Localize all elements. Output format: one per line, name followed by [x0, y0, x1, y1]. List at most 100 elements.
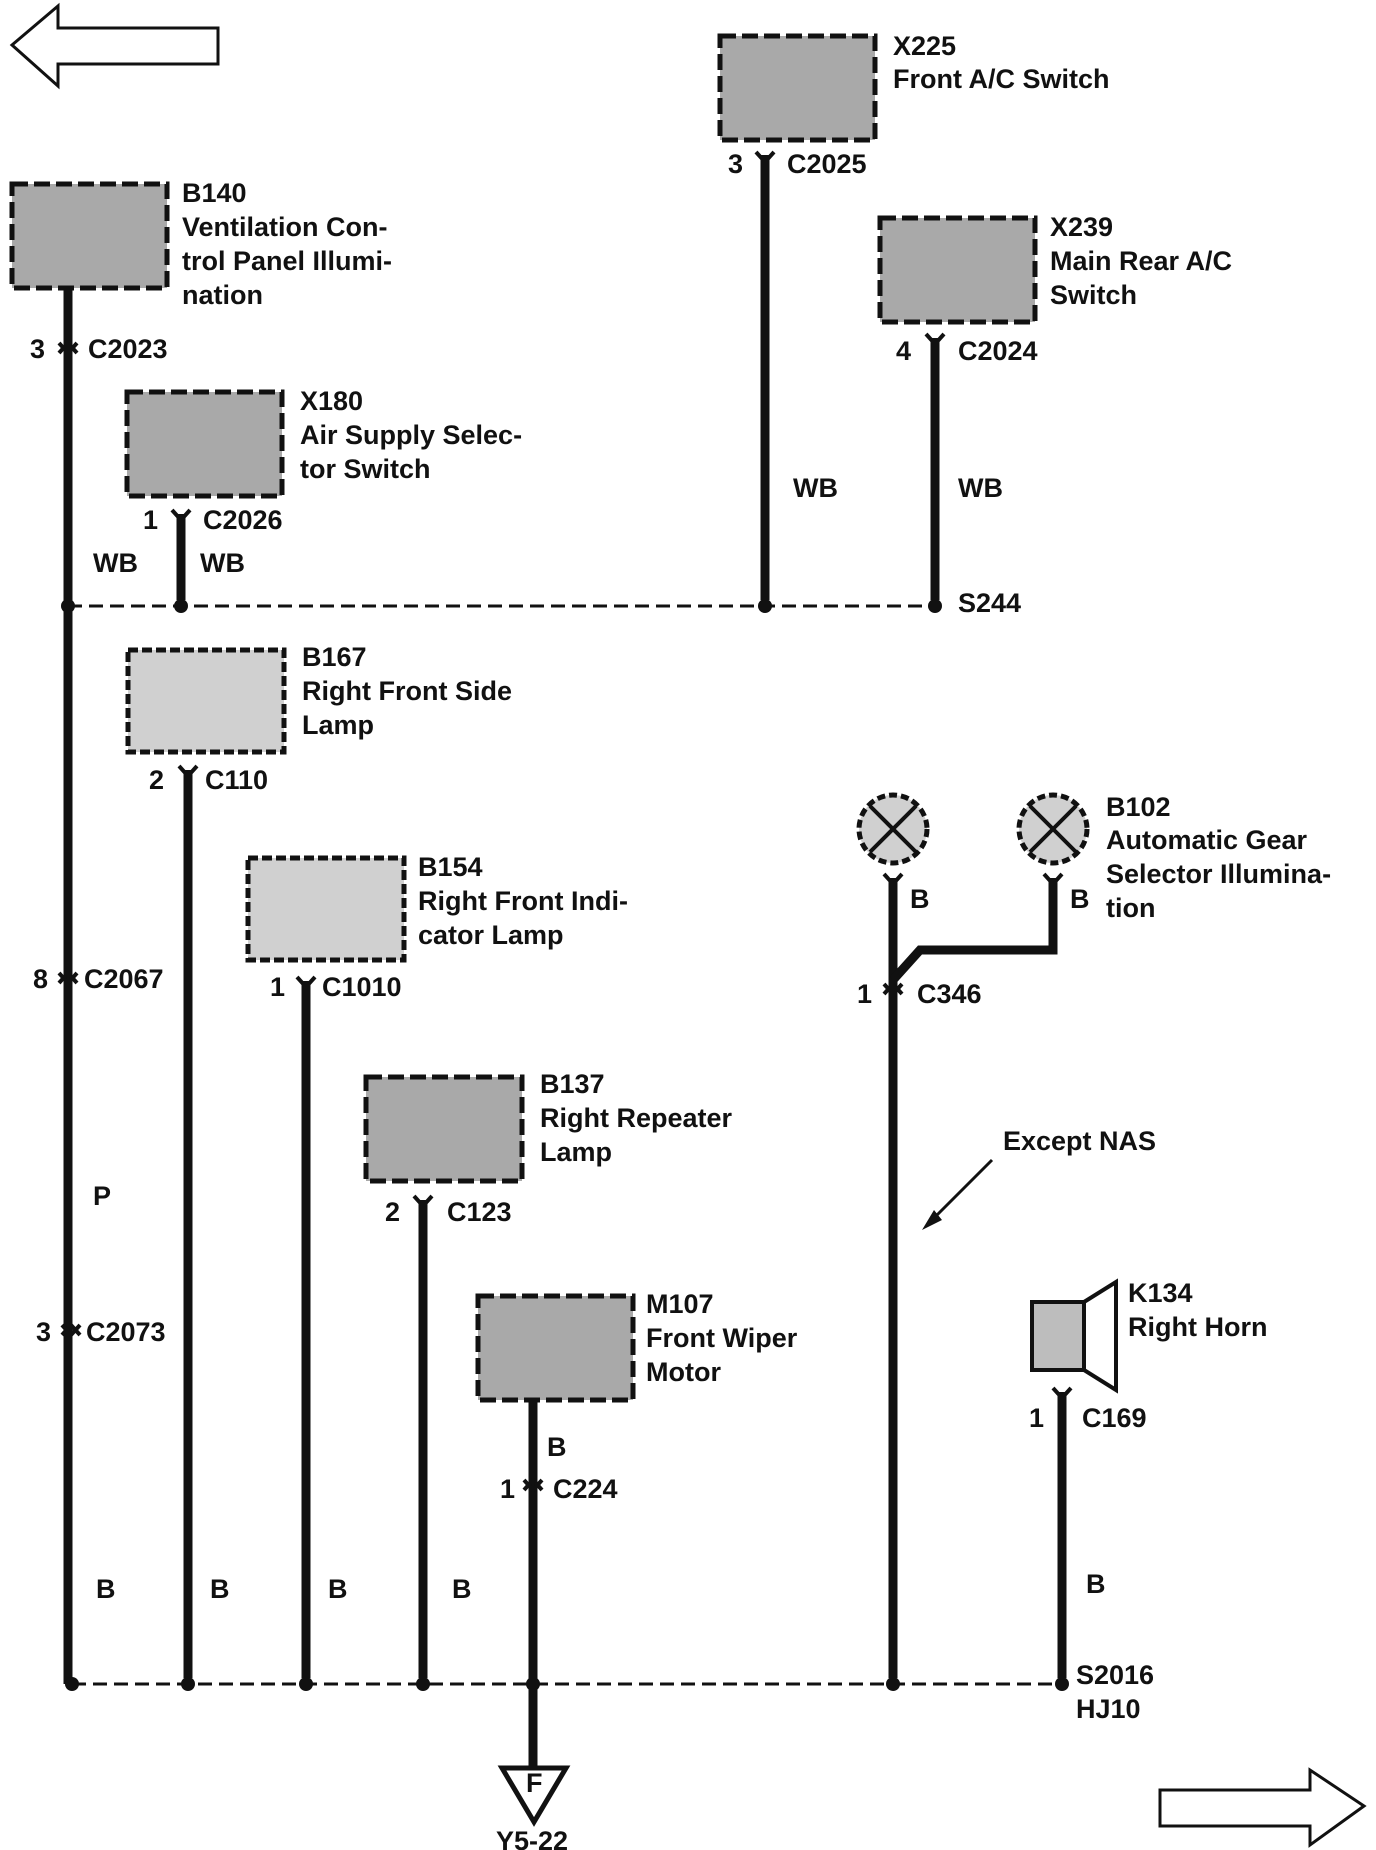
component-x239-name-line1: Main Rear A/C: [1050, 246, 1232, 276]
connector-c123-name: C123: [447, 1197, 512, 1227]
wire-color-label: B: [328, 1574, 348, 1604]
connector-c2025-pin: 3: [728, 149, 743, 179]
connector-c2026-name: C2026: [203, 505, 283, 535]
wire-color-label: B: [1070, 884, 1090, 914]
connector-c346-pin: 1: [857, 979, 872, 1009]
connector-c1010-name: C1010: [322, 972, 402, 1002]
component-b140-name-line2: trol Panel Illumi-: [182, 246, 392, 276]
component-x180-name-line1: Air Supply Selec-: [300, 420, 522, 450]
except-nas-note: Except NAS: [1003, 1126, 1156, 1156]
component-b154-name-line2: cator Lamp: [418, 920, 564, 950]
wire-color-label: B: [452, 1574, 472, 1604]
splice-s2016-label: S2016: [1076, 1660, 1154, 1690]
ground-reference-letter: F: [526, 1768, 543, 1798]
component-b167-id: B167: [302, 642, 367, 672]
component-k134-name: Right Horn: [1128, 1312, 1267, 1342]
component-b102-name-line1: Automatic Gear: [1106, 825, 1308, 855]
except-nas-arrowhead: [922, 1210, 942, 1230]
component-k134-id: K134: [1128, 1278, 1193, 1308]
component-x239-box: [877, 215, 1038, 325]
left-arrow-icon[interactable]: [9, 2, 220, 90]
next-page-arrow[interactable]: [1158, 1767, 1367, 1848]
wire-color-label: B: [96, 1574, 116, 1604]
connector-c2023-pin: 3: [30, 334, 45, 364]
component-x239-name-line2: Switch: [1050, 280, 1137, 310]
component-b137-id: B137: [540, 1069, 605, 1099]
wire-color-label: B: [210, 1574, 230, 1604]
wire-color-label: WB: [93, 548, 138, 578]
component-b140-id: B140: [182, 178, 247, 208]
splice-dot: [928, 599, 942, 613]
connector-c2024-pin: 4: [896, 336, 911, 366]
connector-c169-pin: 1: [1029, 1403, 1044, 1433]
component-x239-id: X239: [1050, 212, 1113, 242]
connector-c2073-symbol: [60, 1322, 82, 1338]
connector-c2067-name: C2067: [84, 964, 164, 994]
except-nas-pointer: [928, 1158, 994, 1224]
horn-icon: [1030, 1300, 1086, 1372]
connector-c346-name: C346: [917, 979, 982, 1009]
splice-dot: [1055, 1677, 1069, 1691]
component-b102-lamp2: [1016, 792, 1090, 866]
connector-c2073-pin: 3: [36, 1317, 51, 1347]
ground-reference-symbol: [497, 1765, 571, 1827]
component-x225-id: X225: [893, 31, 956, 61]
wire-color-label: WB: [958, 473, 1003, 503]
component-m107-name-line1: Front Wiper: [646, 1323, 798, 1353]
component-b154-name-line1: Right Front Indi-: [418, 886, 628, 916]
connector-c2025-name: C2025: [787, 149, 867, 179]
ground-reference-label[interactable]: Y5-22: [496, 1826, 568, 1850]
connector-c2067-pin: 8: [33, 964, 48, 994]
component-x225-box: [717, 33, 878, 143]
connector-c2067-symbol: [57, 970, 79, 986]
wire-b102-lamp2: [889, 878, 1058, 984]
connector-c224-pin: 1: [500, 1474, 515, 1504]
wire-color-label: WB: [793, 473, 838, 503]
component-x180-id: X180: [300, 386, 363, 416]
wire-color-label: P: [93, 1181, 111, 1211]
prev-page-arrow[interactable]: [9, 2, 220, 90]
component-b102-id: B102: [1106, 792, 1171, 822]
connector-c2073-name: C2073: [86, 1317, 166, 1347]
component-b167-box: [125, 647, 287, 755]
connector-c1010-pin: 1: [270, 972, 285, 1002]
component-b167-name-line2: Lamp: [302, 710, 374, 740]
connector-c2023-name: C2023: [88, 334, 168, 364]
connector-c2024-name: C2024: [958, 336, 1038, 366]
splice-dot: [886, 1677, 900, 1691]
connector-c169-name: C169: [1082, 1403, 1147, 1433]
component-b154-box: [245, 855, 407, 963]
connector-c2026-pin: 1: [143, 505, 158, 535]
component-b137-name-line1: Right Repeater: [540, 1103, 733, 1133]
splice-dot: [758, 599, 772, 613]
component-x180-box: [124, 389, 285, 499]
component-b102-name-line3: tion: [1106, 893, 1155, 923]
connector-c224-name: C224: [553, 1474, 618, 1504]
component-b137-name-line2: Lamp: [540, 1137, 612, 1167]
wire-color-label: B: [1086, 1569, 1106, 1599]
right-arrow-icon[interactable]: [1158, 1767, 1367, 1848]
component-m107-name-line2: Motor: [646, 1357, 721, 1387]
wire-color-label: B: [547, 1432, 567, 1462]
wire-color-label: B: [910, 884, 930, 914]
component-b154-id: B154: [418, 852, 483, 882]
component-b167-name-line1: Right Front Side: [302, 676, 512, 706]
splice-dot: [174, 599, 188, 613]
component-b102-lamp1: [856, 792, 930, 866]
component-b102-name-line2: Selector Illumina-: [1106, 859, 1331, 889]
connector-c110-pin: 2: [149, 765, 164, 795]
component-b140-name-line1: Ventilation Con-: [182, 212, 388, 242]
component-b140-box: [9, 181, 170, 291]
splice-hj10-label: HJ10: [1076, 1694, 1141, 1724]
component-m107-box: [475, 1293, 636, 1403]
splice-dot: [181, 1677, 195, 1691]
splice-dot: [416, 1677, 430, 1691]
component-m107-id: M107: [646, 1289, 714, 1319]
component-b140-name-line3: nation: [182, 280, 263, 310]
splice-s244-label: S244: [958, 588, 1021, 618]
component-k134-horn: [1030, 1278, 1118, 1394]
splice-dot: [299, 1677, 313, 1691]
connector-c123-pin: 2: [385, 1197, 400, 1227]
connector-c224-symbol: [522, 1477, 544, 1493]
